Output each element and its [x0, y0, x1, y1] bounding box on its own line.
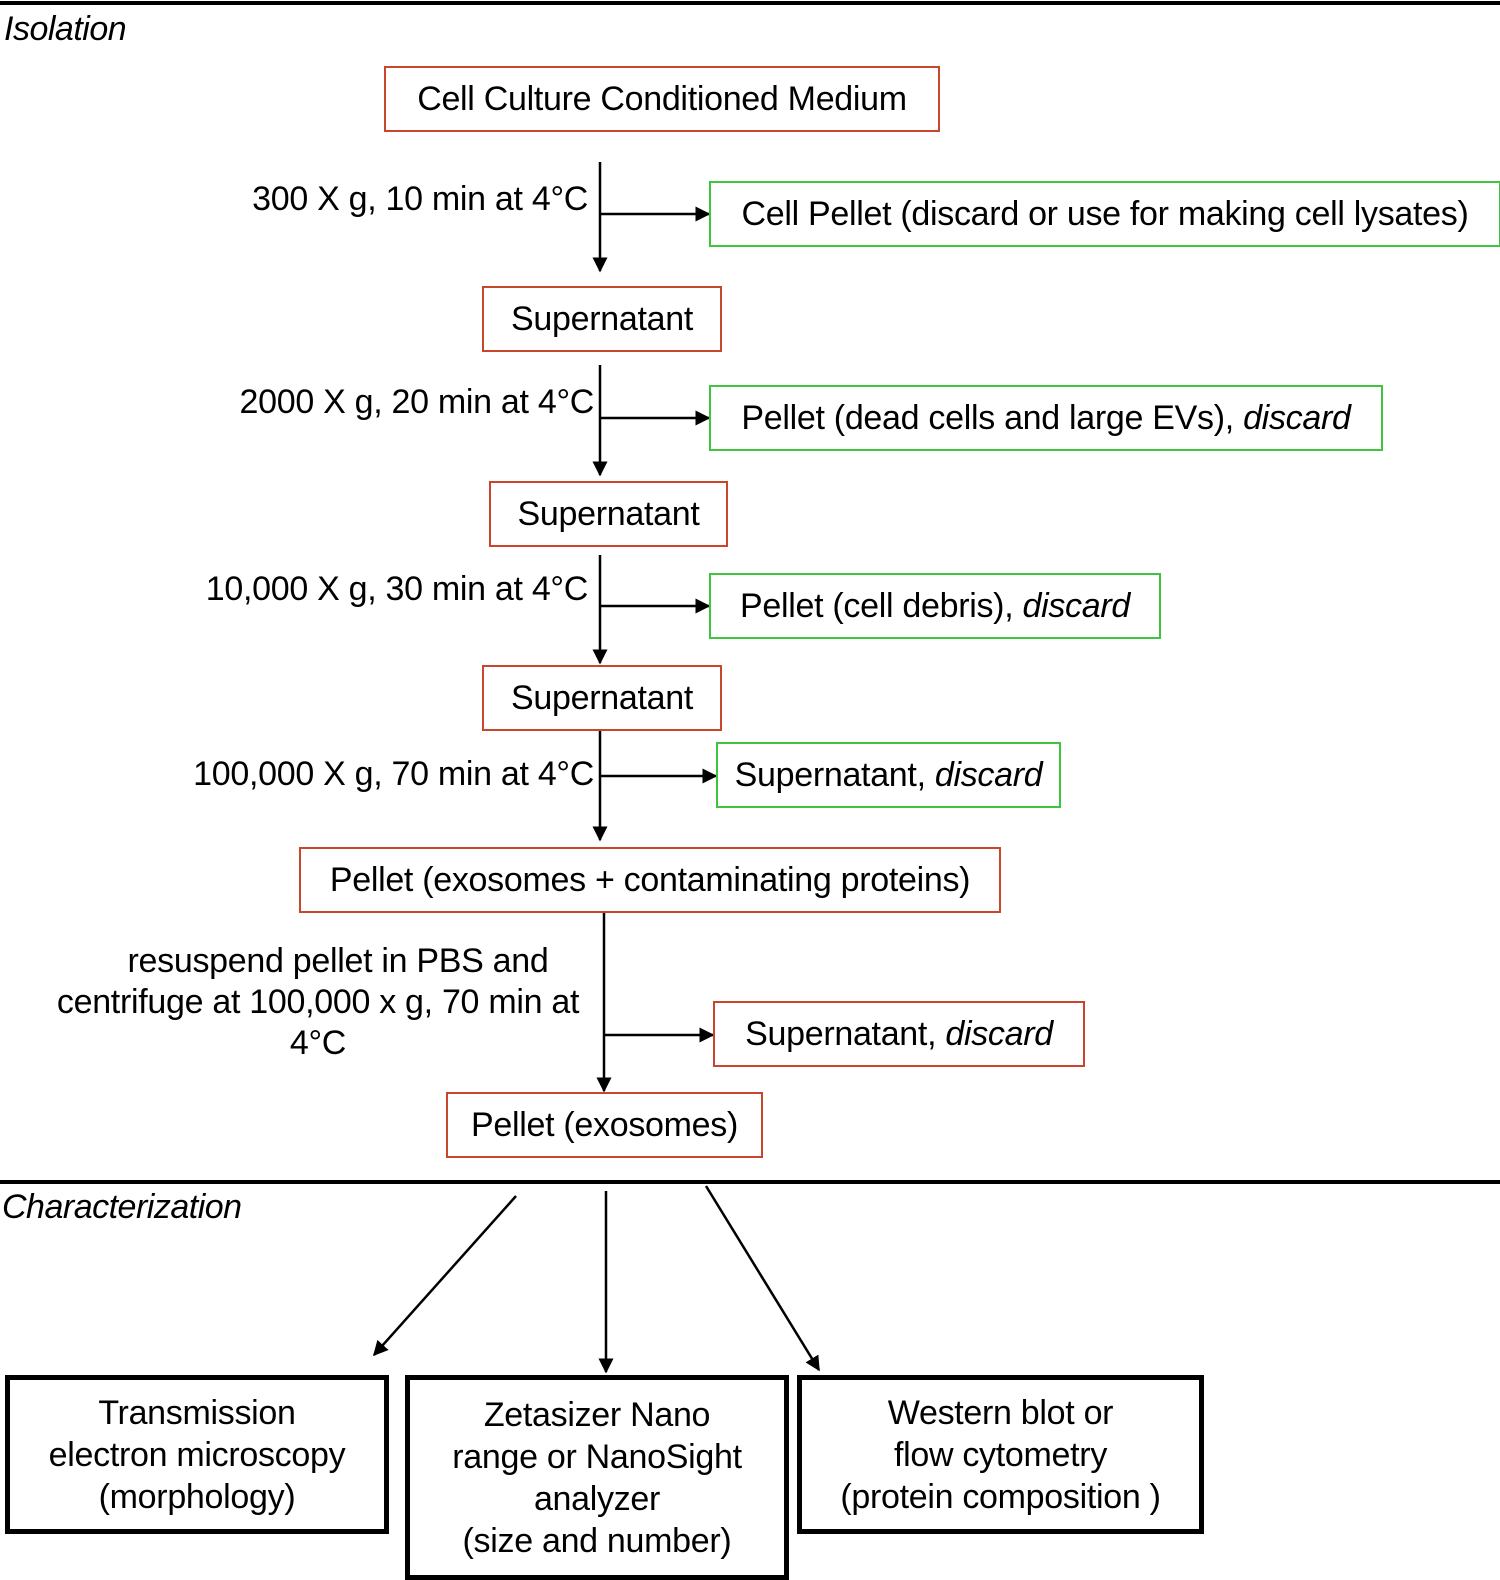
dead-cells-discard-label: discard: [1243, 398, 1351, 437]
supernatant-discard-italic-2: discard: [945, 1014, 1053, 1053]
conditioned-medium-box: Cell Culture Conditioned Medium: [384, 66, 940, 132]
condition-step-5: resuspend pellet in PBS and centrifuge a…: [28, 941, 608, 1064]
condition-step-5-line2: centrifuge at 100,000 x g, 70 min at: [56, 983, 580, 1021]
western-blot-method-box: Western blot or flow cytometry (protein …: [797, 1375, 1204, 1534]
tem-line1: Transmission: [98, 1393, 296, 1432]
supernatant-box-2: Supernatant: [489, 481, 728, 547]
zeta-line2: range or NanoSight: [452, 1437, 742, 1476]
condition-step-4: 100,000 X g, 70 min at 4°C: [193, 755, 594, 793]
supernatant-discard-label-1: Supernatant,: [734, 755, 935, 794]
zeta-line1: Zetasizer Nano: [483, 1395, 711, 1434]
zeta-line4: (size and number): [462, 1521, 732, 1560]
wb-line2: flow cytometry: [893, 1435, 1108, 1474]
condition-step-5-line1: resuspend pellet in PBS and: [127, 942, 549, 980]
cell-pellet-box: Cell Pellet (discard or use for making c…: [709, 181, 1500, 247]
tem-line3: (morphology): [98, 1477, 296, 1516]
supernatant-discard-label-2: Supernatant,: [745, 1014, 946, 1053]
dead-cells-pellet-box: Pellet (dead cells and large EVs), disca…: [709, 385, 1383, 451]
final-pellet-box: Pellet (exosomes): [446, 1092, 763, 1158]
supernatant-discard-box-2: Supernatant, discard: [713, 1001, 1085, 1067]
wb-line3: (protein composition ): [840, 1477, 1161, 1516]
characterization-title: Characterization: [2, 1188, 242, 1226]
cell-debris-pellet-label: Pellet (cell debris),: [739, 586, 1023, 625]
supernatant-discard-italic-1: discard: [934, 755, 1043, 794]
supernatant-box-3: Supernatant: [482, 665, 722, 731]
condition-step-2: 2000 X g, 20 min at 4°C: [239, 383, 595, 421]
char-arrow-left: [373, 1195, 517, 1357]
tem-method-box: Transmission electron microscopy (morpho…: [5, 1375, 389, 1534]
char-arrow-right: [704, 1185, 821, 1372]
crude-pellet-box: Pellet (exosomes + contaminating protein…: [299, 847, 1001, 913]
supernatant-box-1: Supernatant: [482, 286, 722, 352]
condition-step-1: 300 X g, 10 min at 4°C: [252, 180, 588, 218]
dead-cells-pellet-label: Pellet (dead cells and large EVs),: [741, 398, 1244, 437]
supernatant-discard-box-1: Supernatant, discard: [716, 742, 1061, 808]
cell-debris-discard-label: discard: [1022, 586, 1130, 625]
zeta-line3: analyzer: [533, 1479, 661, 1518]
condition-step-3: 10,000 X g, 30 min at 4°C: [205, 570, 589, 608]
isolation-title: Isolation: [4, 10, 127, 48]
tem-line2: electron microscopy: [48, 1435, 346, 1474]
condition-step-5-line3: 4°C: [289, 1024, 347, 1062]
wb-line1: Western blot or: [887, 1393, 1114, 1432]
zetasizer-method-box: Zetasizer Nano range or NanoSight analyz…: [405, 1375, 789, 1580]
cell-debris-pellet-box: Pellet (cell debris), discard: [709, 573, 1161, 639]
